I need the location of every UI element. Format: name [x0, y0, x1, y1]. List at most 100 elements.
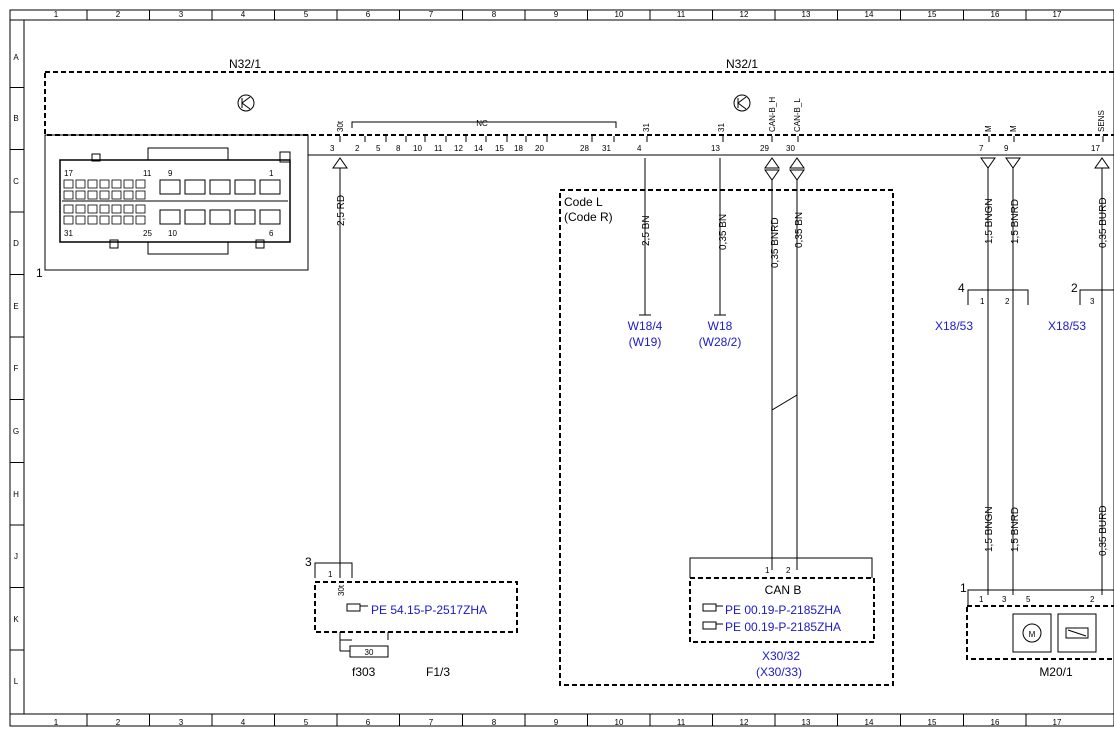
grid-row-J: J: [14, 552, 18, 561]
pin-tag-m2: M: [1009, 125, 1018, 132]
connector-cells: [63, 179, 281, 225]
f1-3-pin: 1: [328, 570, 333, 579]
grid-col-17-top: 17: [1053, 10, 1062, 19]
motor-icon: M: [1012, 613, 1052, 653]
grid-col-3-bottom: 3: [179, 718, 184, 727]
w28-2-link[interactable]: (W28/2): [699, 335, 742, 349]
wire-rd-label: 2,5 RD: [336, 195, 347, 226]
grid-col-4-bottom: 4: [241, 718, 246, 727]
x30-32-link[interactable]: X30/32: [762, 649, 800, 663]
grid-col-11-top: 11: [677, 10, 686, 19]
grid-col-3-top: 3: [179, 10, 184, 19]
grid-row-D: D: [13, 239, 19, 248]
pe-00b-link[interactable]: PE 00.19-P-2185ZHA: [725, 620, 841, 634]
grid-col-9-bottom: 9: [554, 718, 559, 727]
grid-col-16-top: 16: [991, 10, 1000, 19]
wire-25bn-label: 2,5 BN: [641, 215, 652, 246]
m20-pin1: 1: [979, 595, 984, 604]
pin-number-9: 9: [1004, 144, 1009, 153]
grid-col-13-top: 13: [802, 10, 811, 19]
grid-col-8-top: 8: [492, 10, 497, 19]
connector-cavity: [123, 204, 134, 214]
pin-number-5: 5: [376, 144, 381, 153]
x18-a-pin2: 2: [1005, 297, 1010, 306]
hand-pointer-icon: [346, 603, 368, 612]
fuse-value: 30: [365, 648, 374, 657]
connector-cavity-large: [234, 179, 256, 195]
connector-cavity-large: [209, 179, 231, 195]
n32-left-label: N32/1: [229, 57, 261, 71]
m20-1-callout: 1: [960, 581, 967, 595]
grid-col-8-bottom: 8: [492, 718, 497, 727]
nc-bracket: [351, 121, 617, 128]
w19-link[interactable]: (W19): [629, 335, 662, 349]
pin-number-13: 13: [711, 144, 720, 153]
f1-3-bracket: [314, 562, 353, 578]
pe-00a-link[interactable]: PE 00.19-P-2185ZHA: [725, 603, 841, 617]
pin-tag-can-l: CAN-B_L: [793, 98, 802, 132]
grid-col-12-top: 12: [740, 10, 749, 19]
n32-right-label: N32/1: [726, 57, 758, 71]
conn-pin-6: 6: [269, 229, 274, 238]
connector-cavity-large: [159, 209, 181, 225]
m20-1-label: M20/1: [1039, 665, 1073, 679]
pin-terminals: [339, 136, 1104, 142]
x18-53-a-bracket: [967, 289, 1029, 305]
x18-53-a-link[interactable]: X18/53: [935, 319, 973, 333]
can-b-label: CAN B: [765, 583, 802, 597]
conn-pin-17: 17: [64, 169, 73, 178]
pin-number-3: 3: [330, 144, 335, 153]
pin-number-14: 14: [474, 144, 483, 153]
wire-burd-arrow-icon: [1094, 157, 1110, 169]
wire-15bngn-top-label: 1,5 BNGN: [984, 198, 995, 244]
pin-number-10: 10: [413, 144, 422, 153]
can-b-pin2: 2: [786, 566, 791, 575]
m20-1-box: [966, 605, 1114, 660]
code-l-label: Code L: [564, 195, 603, 209]
wire-035burd-bot-label: 0,35 BURD: [1098, 505, 1109, 556]
connector-cavity: [123, 190, 134, 200]
hand-pointer-icon-2: [702, 603, 723, 612]
pin-tag-can-h: CAN-B_H: [768, 97, 777, 132]
grid-col-14-bottom: 14: [865, 718, 874, 727]
nc-tag: NC: [476, 119, 488, 128]
grid-col-1-bottom: 1: [54, 718, 59, 727]
grid-row-L: L: [14, 677, 19, 686]
pin-tag-31a: 31: [642, 123, 651, 132]
can-l-arrow-icon: [789, 157, 805, 181]
m20-1-bracket: [967, 589, 1114, 605]
pin-number-31: 31: [602, 144, 611, 153]
pin-tag-sens: SENS: [1097, 110, 1106, 132]
wire-rd-arrow: [332, 157, 348, 169]
grid-labels: 1122334455667788991010111112121313141415…: [10, 10, 1062, 727]
pin-number-4: 4: [637, 144, 642, 153]
wire-bnrd-arrow-icon: [1005, 157, 1021, 169]
connector-cavity-large: [184, 209, 206, 225]
connector-cavity: [75, 215, 86, 225]
connector-cavity: [99, 190, 110, 200]
x30-33-link[interactable]: (X30/33): [756, 665, 802, 679]
connector-cavity: [135, 190, 146, 200]
pin-number-28: 28: [580, 144, 589, 153]
conn-pin-31: 31: [64, 229, 73, 238]
m20-pin3: 3: [1002, 595, 1007, 604]
wire-035bn-a-label: 0,35 BN: [718, 214, 729, 250]
w18-link[interactable]: W18: [708, 319, 733, 333]
can-b-bracket: [689, 557, 873, 578]
grid-col-4-top: 4: [241, 10, 246, 19]
fuse-leads: [339, 632, 389, 641]
x18-53-b-link[interactable]: X18/53: [1048, 319, 1086, 333]
connector-cavity: [123, 215, 134, 225]
connector-cavity-large: [184, 179, 206, 195]
pe-54-link[interactable]: PE 54.15-P-2517ZHA: [371, 603, 487, 617]
pin-number-12: 12: [454, 144, 463, 153]
w18-4-link[interactable]: W18/4: [628, 319, 663, 333]
transistor-right-icon: [733, 94, 751, 112]
grid-col-15-bottom: 15: [928, 718, 937, 727]
pin-tag-30t: 30t: [336, 120, 345, 132]
connector-cavity: [111, 204, 122, 214]
can-b-box: [689, 577, 875, 643]
grid-col-16-bottom: 16: [991, 718, 1000, 727]
connector-cavity-large: [259, 179, 281, 195]
